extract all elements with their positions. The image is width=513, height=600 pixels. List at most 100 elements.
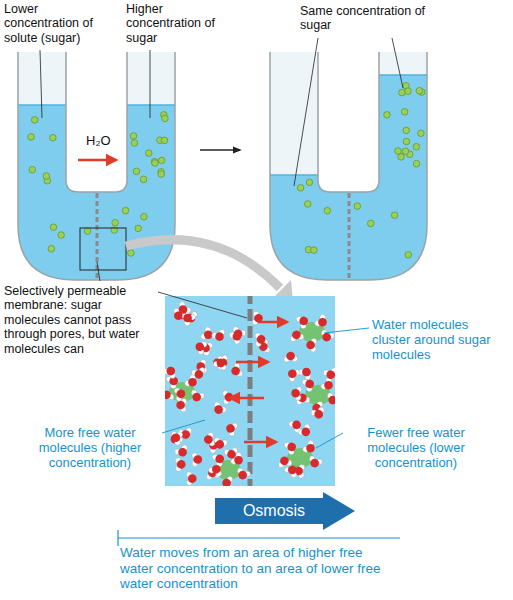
leader-line — [392, 38, 403, 88]
oxygen-atom — [322, 379, 334, 391]
sugar-molecule — [50, 224, 57, 231]
oxygen-atom — [286, 351, 295, 360]
sugar-molecule — [135, 225, 142, 232]
sugar-molecule — [140, 176, 147, 183]
water-molecules — [165, 301, 335, 486]
sugar-molecule — [405, 88, 412, 95]
glass — [127, 52, 175, 105]
oxygen-atom — [193, 455, 202, 464]
tube-label: Higher concentration of sugar — [126, 2, 230, 45]
oxygen-atom — [309, 457, 320, 468]
water-molecule — [320, 376, 335, 393]
oxygen-atom — [222, 478, 231, 486]
water-molecule — [277, 455, 293, 468]
oxygen-atom — [300, 426, 312, 438]
oxygen-atom — [291, 419, 303, 431]
membrane-label: Selectively permeable membrane: sugar mo… — [4, 284, 156, 356]
sugar-molecule — [158, 171, 165, 178]
water-molecule — [170, 430, 183, 446]
leader-line — [150, 50, 151, 118]
sugar-molecule — [133, 168, 140, 175]
water-molecule — [285, 366, 301, 383]
sugar-molecule — [418, 130, 425, 137]
sugar-molecule — [297, 184, 304, 191]
sugar-molecules — [297, 83, 425, 259]
sugar-molecule — [413, 143, 420, 150]
oxygen-atom — [214, 439, 225, 450]
arrow-outline — [215, 492, 355, 530]
water-surface — [127, 104, 175, 106]
sugar-molecule — [131, 140, 138, 147]
leader-lines — [40, 38, 403, 318]
water-molecule — [165, 364, 179, 380]
oxygen-atom — [291, 388, 300, 397]
leader-line — [294, 38, 318, 186]
water-molecule — [255, 332, 266, 346]
water-molecule — [289, 329, 305, 342]
sugar-molecule — [354, 203, 361, 210]
water-molecule — [252, 311, 263, 326]
oxygen-atom — [169, 433, 181, 445]
glass — [270, 52, 318, 175]
sugar-molecule — [403, 127, 410, 134]
oxygen-atom — [237, 469, 248, 480]
oxygen-atom — [291, 330, 301, 340]
oxygen-atom — [231, 330, 243, 342]
water-molecule — [306, 338, 317, 352]
water-molecule — [319, 329, 335, 344]
oxygen-atom — [203, 435, 213, 445]
oxygen-atom — [177, 460, 186, 469]
water-molecule — [224, 421, 238, 437]
tube-wall — [270, 52, 427, 280]
water-molecule — [208, 462, 225, 477]
sugar-molecule — [58, 232, 65, 239]
oxygen-atom — [165, 365, 177, 377]
leader-line — [316, 433, 343, 448]
water-molecule — [288, 417, 305, 434]
oxygen-atom — [191, 391, 202, 402]
membrane — [348, 193, 351, 279]
tube-wall — [66, 52, 127, 192]
sugar-molecule — [311, 247, 318, 254]
water-molecule — [291, 386, 302, 401]
sugar-molecule — [43, 173, 50, 180]
oxygen-atom — [176, 389, 186, 399]
water-molecule — [295, 313, 311, 330]
water-flow-arrow — [230, 397, 264, 400]
leader-line — [97, 262, 100, 281]
transition-arrow — [200, 149, 240, 151]
sugar-molecule — [28, 134, 35, 141]
sugar-molecule — [128, 250, 135, 257]
sugar-molecule — [306, 179, 313, 186]
oxygen-atom — [327, 394, 335, 405]
sugar-molecule — [401, 108, 408, 115]
zoom-content — [165, 296, 335, 486]
water-molecule — [229, 362, 243, 378]
water-flow-arrow — [258, 321, 287, 324]
caption-label: Water moves from an area of higher free … — [120, 545, 392, 592]
sugar-molecule — [405, 251, 412, 258]
process-label: Osmosis — [215, 492, 323, 530]
oxygen-atom — [325, 369, 335, 380]
glass — [379, 52, 427, 75]
water-flow-arrow — [244, 441, 276, 444]
tube-wall — [318, 52, 379, 192]
oxygen-atom — [304, 442, 316, 454]
sugar-molecule — [304, 201, 311, 208]
water-molecule — [211, 401, 228, 417]
oxygen-atom — [188, 474, 197, 483]
sugar-molecule — [141, 213, 148, 220]
sugar-molecule — [416, 87, 423, 94]
oxygen-atom — [306, 340, 315, 349]
oxygen-atom — [170, 432, 181, 443]
sugar-molecule — [384, 112, 391, 119]
callout-label: Fewer free water molecules (lower concen… — [346, 426, 486, 471]
water-molecule — [283, 439, 299, 456]
sugar-molecule — [391, 212, 398, 219]
oxygen-atom — [313, 409, 324, 420]
water-surface — [379, 74, 427, 76]
sugar-molecule — [152, 160, 159, 167]
sugar-molecule — [29, 166, 36, 173]
sugar-molecule — [402, 148, 409, 155]
